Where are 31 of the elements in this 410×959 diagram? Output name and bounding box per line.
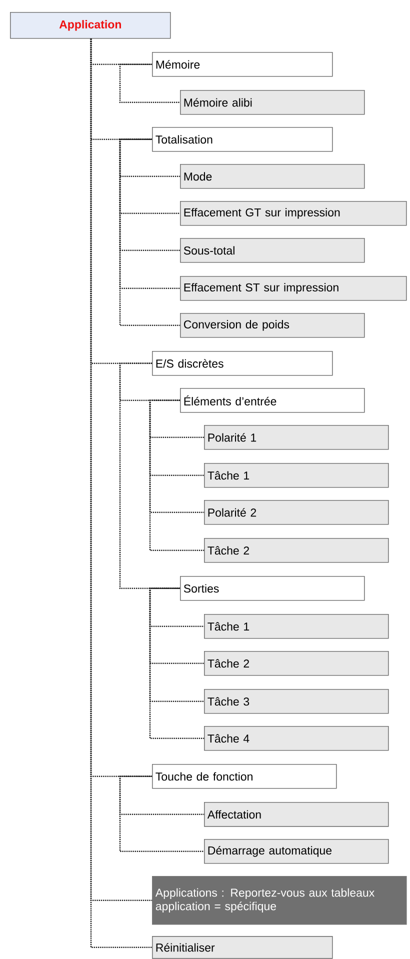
menu-box: Touche de fonction [152, 764, 337, 789]
menu-box: Tâche 2 [204, 538, 389, 563]
menu-box: Conversion de poids [180, 313, 365, 338]
connector-line [119, 362, 180, 590]
note-box: Applications : Reportez-vous aux tableaux application = spécifique [152, 876, 407, 925]
connector-line [119, 64, 180, 104]
menu-box: Polarité 1 [204, 425, 389, 450]
menu-box: Tâche 1 [204, 463, 389, 488]
menu-box: Affectation [204, 802, 389, 827]
menu-box: Mode [180, 164, 365, 189]
menu-box: Polarité 2 [204, 500, 389, 525]
menu-box: Totalisation [152, 127, 333, 152]
menu-box: Tâche 1 [204, 614, 389, 639]
menu-box: E/S discrètes [152, 351, 333, 376]
menu-box: Éléments d’entrée [180, 388, 365, 413]
menu-box: Démarrage automatique [204, 839, 389, 864]
root-box: Application [10, 12, 171, 39]
menu-box: Tâche 3 [204, 689, 389, 714]
menu-box: Effacement GT sur impression [180, 201, 407, 226]
menu-box: Mémoire [152, 52, 333, 77]
menu-box: Mémoire alibi [180, 90, 365, 115]
menu-box: Effacement ST sur impression [180, 276, 407, 301]
connector-line [119, 138, 180, 326]
connector-line [149, 400, 204, 552]
menu-box: Réinitialiser [152, 936, 333, 959]
menu-box: Tâche 4 [204, 726, 389, 751]
connector-line [119, 776, 204, 852]
menu-box: Tâche 2 [204, 651, 389, 676]
menu-box: Sorties [180, 576, 365, 601]
connector-line [149, 588, 204, 740]
menu-box: Sous-total [180, 238, 365, 263]
